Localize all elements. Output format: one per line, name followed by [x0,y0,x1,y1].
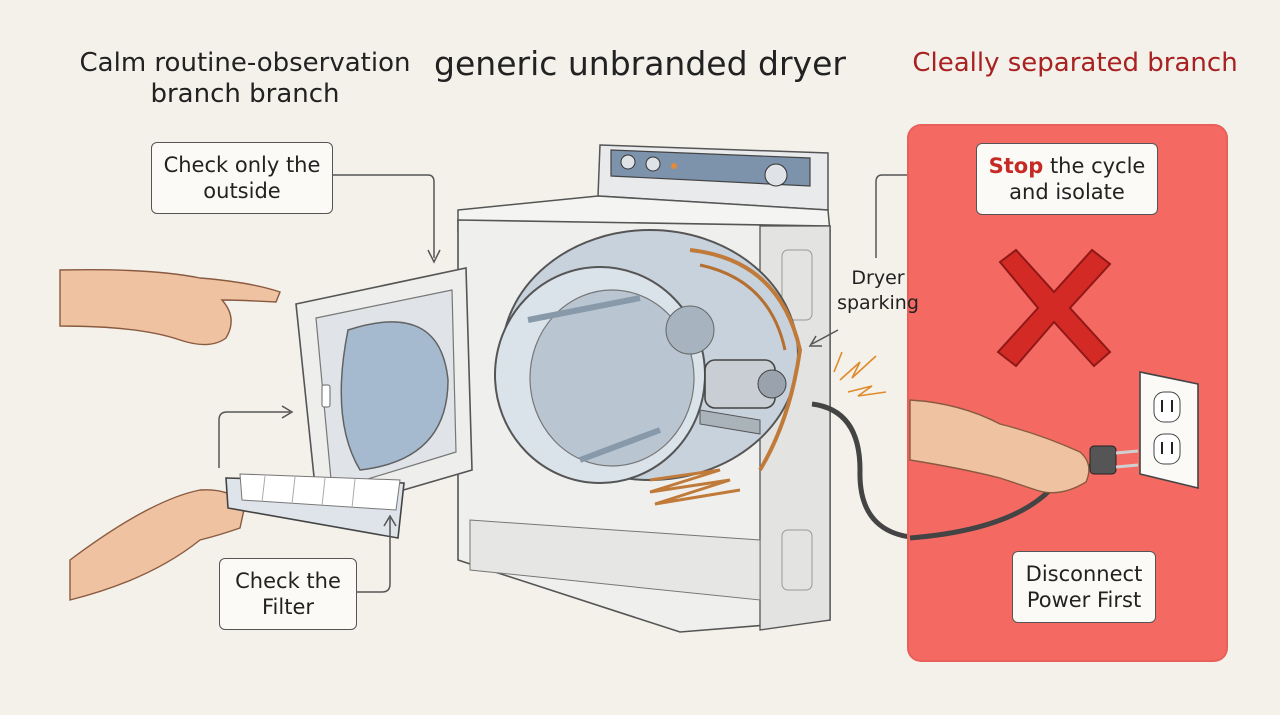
filter-hand-icon [69,473,405,601]
callout-arrows [218,174,976,593]
check-filter-callout: Check the Filter [219,558,357,630]
check-outside-label: Check only the outside [163,153,321,203]
observation-branch-heading: Calm routine-observation branch branch [79,48,411,109]
check-filter-label: Check the Filter [235,569,341,619]
separated-branch-heading: Cleally separated branch [912,48,1238,78]
spark-icon [833,351,887,397]
stop-cycle-label: Stop the cycle and isolate [985,153,1149,205]
dryer-sparking-label: Dryer sparking [837,267,919,314]
dryer-illustration [457,144,1101,633]
stop-cycle-callout: Stop the cycle and isolate [976,143,1158,215]
disconnect-power-callout: Disconnect Power First [1012,551,1156,623]
pointing-hand-icon [59,268,281,346]
page-title: generic unbranded dryer [434,44,846,83]
stop-emphasis: Stop [988,154,1044,178]
stop-cycle-rest: the cycle and isolate [1009,154,1146,204]
check-outside-callout: Check only the outside [151,142,333,214]
dryer-door [295,267,473,517]
disconnect-power-label: Disconnect Power First [1025,562,1143,612]
